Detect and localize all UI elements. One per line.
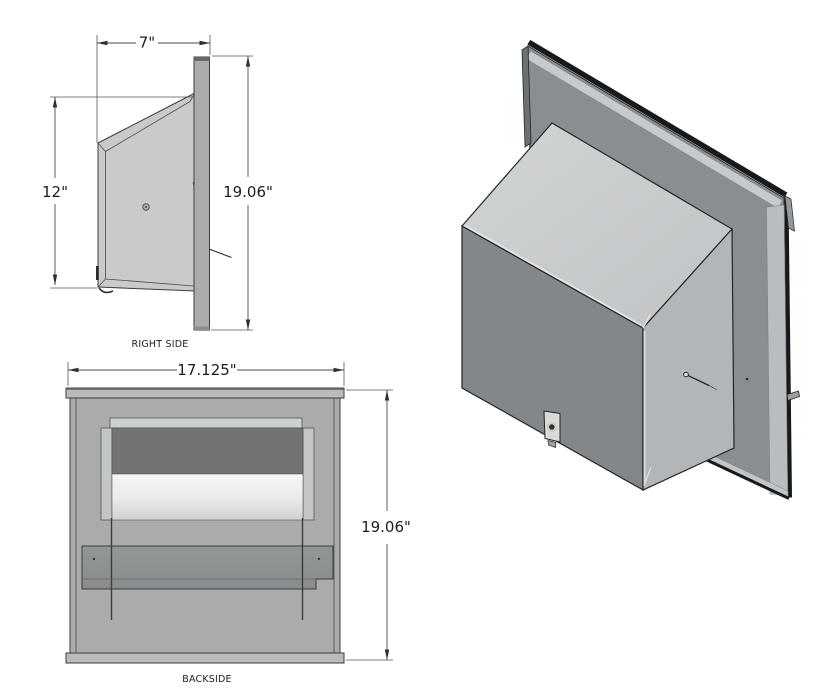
right-side-view-label: RIGHT SIDE [132, 339, 189, 350]
side-body [97, 92, 196, 292]
dim-19-06in-back-text: 19.06" [361, 518, 411, 536]
iso-latch-plate [543, 410, 561, 448]
back-bracket-bar [81, 545, 334, 590]
side-latch-line [208, 248, 232, 259]
back-window-frame-left [100, 427, 113, 521]
iso-latch-hole [549, 424, 555, 430]
back-flange-lines [75, 398, 335, 653]
iso-corner-strip [784, 195, 795, 232]
iso-left-edge-strip [521, 45, 532, 148]
iso-panel-dot [745, 377, 749, 381]
iso-corner-chamfer-bottom [643, 466, 652, 487]
dim-17-125in-text: 17.125" [177, 361, 236, 379]
iso-corner-chamfer-top [642, 314, 651, 329]
iso-box-right-face [642, 227, 735, 491]
backside-view-label: BACKSIDE [182, 674, 231, 685]
dim-7in: 7" [96, 34, 211, 143]
side-front-latch-mark [96, 266, 99, 280]
side-wall-panel-top-cap [194, 57, 210, 61]
iso-panel-right-edge [784, 196, 792, 498]
back-opening-light [111, 473, 304, 521]
iso-ridge-highlight [463, 224, 642, 326]
iso-nail-icon [683, 371, 717, 390]
side-wall-panel [193, 56, 210, 331]
iso-right-tab [786, 390, 800, 402]
side-wall-panel-bottom-cap [194, 326, 210, 330]
side-body-bevel-lines [97, 92, 196, 288]
side-screw-center [144, 205, 148, 209]
back-window-top-strip [109, 417, 303, 429]
dim-19-06in-side-text: 19.06" [223, 183, 273, 201]
dim-19-06in-back: 19.06" [346, 389, 411, 661]
backside-view: 17.125" 19.06" BACKSIDE [65, 361, 411, 685]
dim-12in: 12" [42, 96, 192, 289]
back-bottom-rail [65, 652, 345, 664]
iso-panel-top-edge [527, 39, 788, 198]
back-opening-dark [111, 427, 304, 475]
dim-12in-text: 12" [42, 183, 68, 201]
back-window-frame-right [302, 427, 315, 521]
side-panel-seam-tick [192, 181, 195, 189]
isometric-view [461, 39, 800, 500]
iso-right-flange-band [766, 204, 789, 496]
back-bracket-dot-right [317, 557, 321, 561]
back-bracket-dot-left [92, 557, 96, 561]
side-foot-hook [98, 287, 114, 294]
right-side-view: 7" 12" 19.06" RIGHT SIDE [42, 34, 273, 351]
dim-17-125in: 17.125" [67, 361, 345, 386]
dim-19-06in-side: 19.06" [211, 55, 273, 331]
dim-7in-text: 7" [139, 34, 155, 52]
back-top-rail [65, 387, 345, 399]
